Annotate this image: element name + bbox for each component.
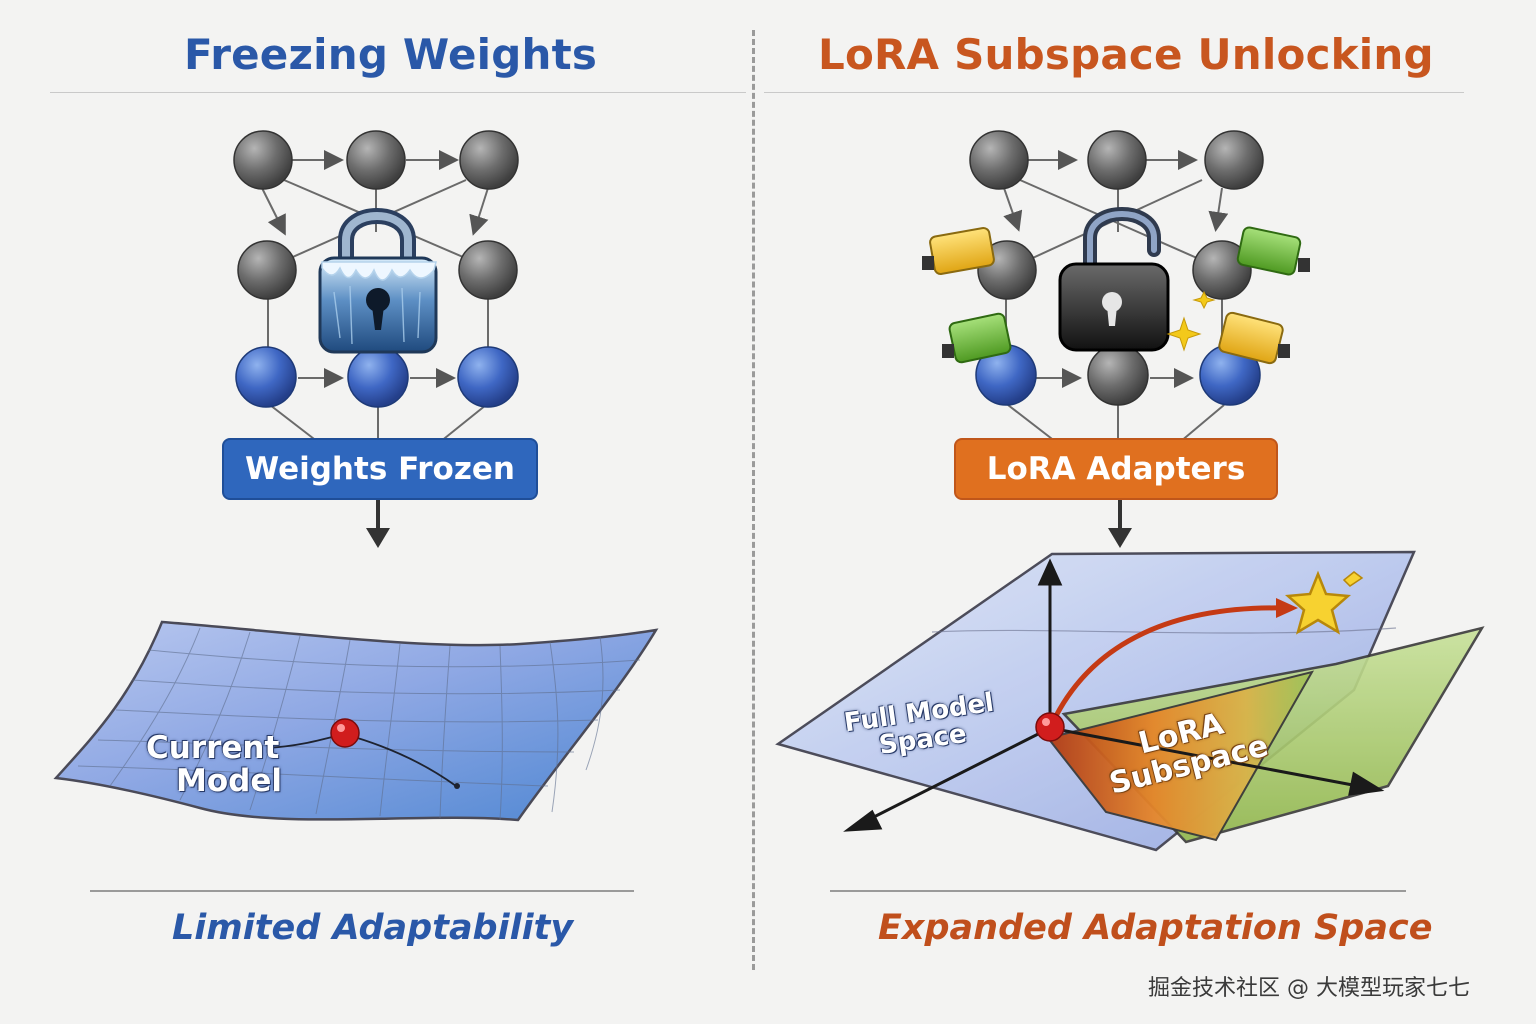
lora-adapters-badge: LoRA Adapters bbox=[954, 438, 1278, 500]
frozen-node bbox=[346, 130, 406, 190]
frozen-node bbox=[458, 240, 518, 300]
adapter-block-icon bbox=[1236, 226, 1310, 276]
output-node bbox=[457, 346, 519, 408]
right-caption: Expanded Adaptation Space bbox=[878, 908, 1433, 948]
frozen-padlock-icon bbox=[318, 208, 438, 354]
right-panel-title: LoRA Subspace Unlocking bbox=[818, 30, 1434, 79]
output-node bbox=[235, 346, 297, 408]
network-nodes bbox=[969, 130, 1264, 406]
left-caption-rule bbox=[90, 890, 634, 892]
right-panel: LoRA Subspace Unlocking bbox=[756, 0, 1536, 1024]
model-node bbox=[1192, 240, 1252, 300]
frozen-node bbox=[459, 130, 519, 190]
coordinate-axes bbox=[843, 558, 1385, 832]
model-node bbox=[969, 130, 1029, 190]
star-icon bbox=[1284, 570, 1364, 635]
adaptation-path-arrow bbox=[1053, 598, 1298, 718]
down-arrow bbox=[1108, 498, 1132, 548]
right-title-rule bbox=[764, 92, 1464, 93]
panel-divider bbox=[752, 30, 755, 970]
loss-landscape-surface bbox=[53, 620, 659, 822]
model-node bbox=[1087, 130, 1147, 190]
lora-network-diagram bbox=[775, 130, 1485, 852]
right-caption-rule bbox=[830, 890, 1406, 892]
model-node bbox=[1204, 130, 1264, 190]
frozen-network-diagram bbox=[53, 130, 659, 822]
sparkle-icon bbox=[1166, 290, 1216, 352]
adapter-block-icon bbox=[922, 227, 995, 275]
adapter-block-icon bbox=[942, 312, 1012, 364]
frozen-node bbox=[237, 240, 297, 300]
current-model-point-icon bbox=[1035, 712, 1065, 742]
unlocked-padlock-icon bbox=[1058, 207, 1170, 352]
current-model-label: Current Model bbox=[146, 730, 282, 799]
network-nodes bbox=[233, 130, 519, 408]
adapter-block-icon bbox=[1218, 311, 1290, 365]
left-caption: Limited Adaptability bbox=[172, 908, 574, 948]
left-panel-title: Freezing Weights bbox=[184, 30, 598, 79]
down-arrow bbox=[366, 498, 390, 548]
left-title-rule bbox=[50, 92, 746, 93]
current-model-point-icon bbox=[330, 718, 360, 748]
weights-frozen-badge: Weights Frozen bbox=[222, 438, 538, 500]
model-node bbox=[1087, 344, 1149, 406]
left-panel: Freezing Weights bbox=[0, 0, 754, 1024]
watermark: 掘金技术社区 @ 大模型玩家七七 bbox=[1148, 976, 1470, 1001]
frozen-node bbox=[233, 130, 293, 190]
output-node bbox=[347, 346, 409, 408]
